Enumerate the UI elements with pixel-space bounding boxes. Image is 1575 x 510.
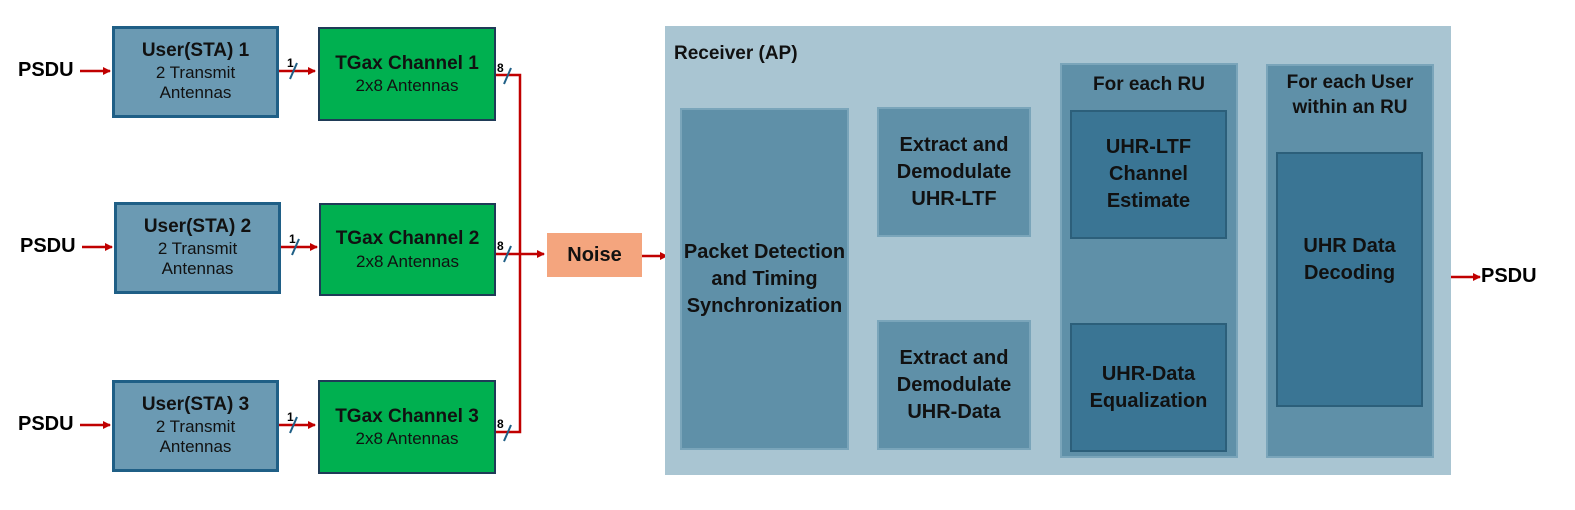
stream-count-in-3: 1 — [287, 410, 294, 424]
tgax-channel-1-block: TGax Channel 1 2x8 Antennas — [318, 27, 496, 121]
user-title: User(STA) 3 — [141, 394, 250, 416]
user-sta-1-block: User(STA) 1 2 Transmit Antennas — [112, 26, 279, 118]
channel-desc: 2x8 Antennas — [355, 76, 459, 96]
stream-count-out-3: 8 — [497, 417, 504, 431]
noise-block: Noise — [547, 233, 642, 277]
psdu-source-1: PSDU — [18, 59, 74, 81]
user-title: User(STA) 2 — [143, 216, 252, 238]
extract-uhr-data-block: Extract and Demodulate UHR-Data — [877, 320, 1031, 450]
channel-title: TGax Channel 2 — [335, 228, 480, 249]
extract-uhr-ltf-block: Extract and Demodulate UHR-LTF — [877, 107, 1031, 237]
channel-title: TGax Channel 3 — [335, 405, 479, 427]
user-desc: 2 Transmit Antennas — [157, 239, 238, 279]
slash-in-2 — [291, 238, 300, 256]
per-user-title: For each User within an RU — [1286, 72, 1414, 118]
user-desc: 2 Transmit Antennas — [155, 63, 236, 103]
psdu-output: PSDU — [1481, 265, 1537, 287]
channel-desc: 2x8 Antennas — [355, 429, 459, 449]
slash-out-1 — [503, 67, 512, 85]
slash-in-1 — [289, 62, 298, 80]
stream-count-out-2: 8 — [497, 239, 504, 253]
channel-title: TGax Channel 1 — [335, 52, 479, 74]
user-sta-2-block: User(STA) 2 2 Transmit Antennas — [114, 202, 281, 294]
user-sta-3-block: User(STA) 3 2 Transmit Antennas — [112, 380, 279, 472]
psdu-source-3: PSDU — [18, 413, 74, 435]
tgax-channel-2-block: TGax Channel 2 2x8 Antennas — [319, 203, 496, 296]
stream-count-out-1: 8 — [497, 61, 504, 75]
user-title: User(STA) 1 — [141, 40, 250, 62]
channel-estimate-block: UHR-LTF Channel Estimate — [1070, 110, 1227, 239]
equalization-block: UHR-Data Equalization — [1070, 323, 1227, 452]
channel-desc: 2x8 Antennas — [355, 251, 460, 271]
stream-count-in-2: 1 — [289, 232, 296, 246]
slash-out-3 — [503, 424, 512, 442]
uhr-data-decoding-block: UHR Data Decoding — [1276, 152, 1423, 407]
receiver-title: Receiver (AP) — [674, 43, 798, 64]
user-desc: 2 Transmit Antennas — [155, 417, 236, 457]
psdu-source-2: PSDU — [20, 235, 76, 257]
packet-detection-block: Packet Detection and Timing Synchronizat… — [680, 108, 849, 450]
slash-in-3 — [289, 416, 298, 434]
stream-count-in-1: 1 — [287, 56, 294, 70]
tgax-channel-3-block: TGax Channel 3 2x8 Antennas — [318, 380, 496, 474]
per-ru-title: For each RU — [1093, 74, 1205, 95]
slash-out-2 — [503, 245, 512, 263]
